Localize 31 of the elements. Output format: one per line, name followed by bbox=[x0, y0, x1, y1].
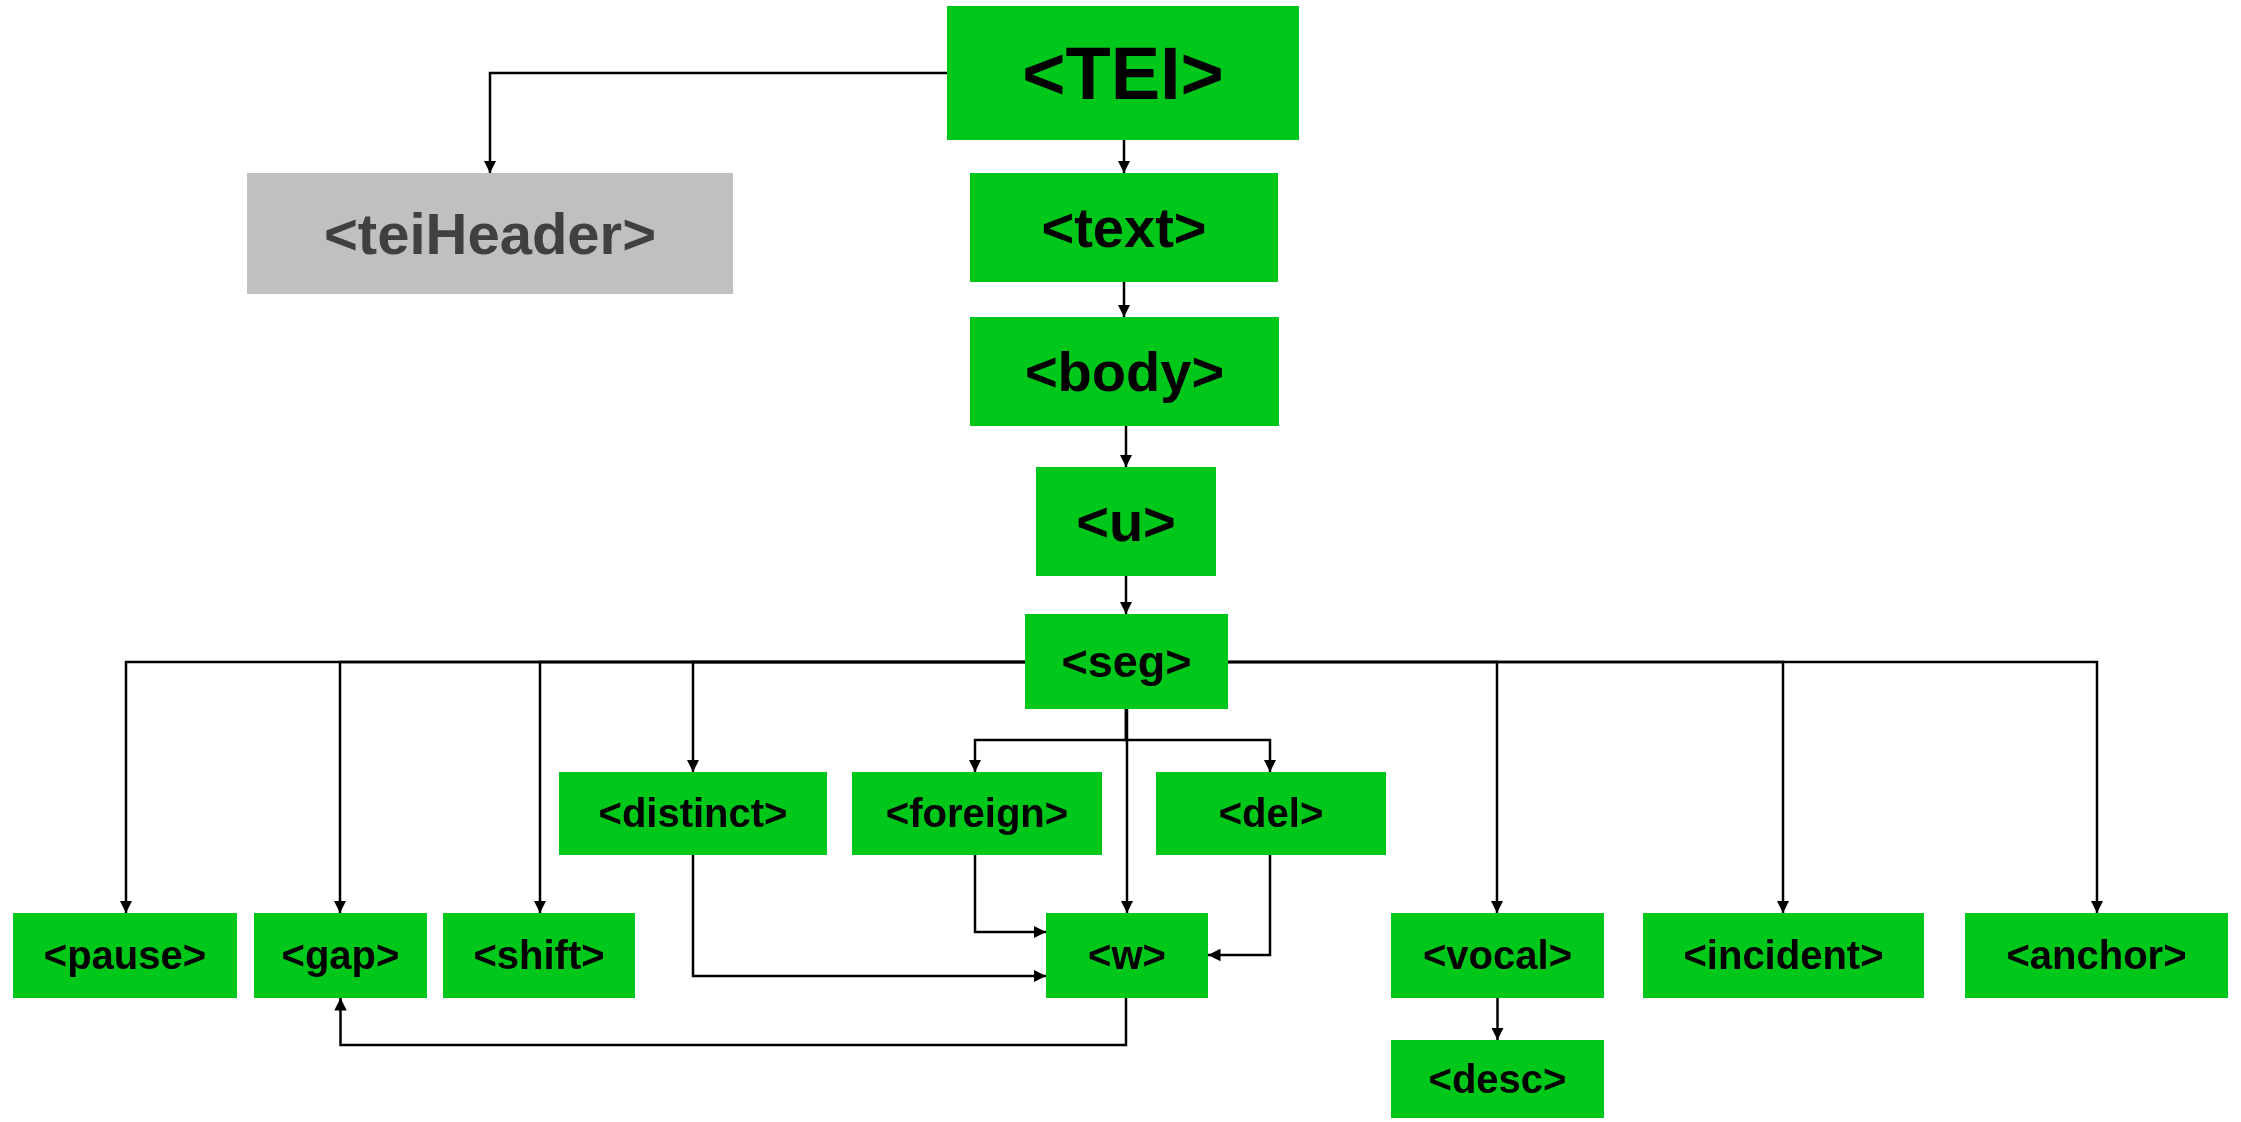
element-box: <body> bbox=[970, 317, 1279, 426]
arrow bbox=[1117, 282, 1131, 317]
arrow bbox=[483, 71, 947, 173]
arrow bbox=[1119, 426, 1133, 467]
header-element-box: <teiHeader> bbox=[247, 173, 733, 294]
arrow bbox=[1117, 140, 1131, 173]
element-box: <text> bbox=[970, 173, 1278, 282]
element-box: <shift> bbox=[443, 913, 635, 998]
arrow bbox=[691, 855, 1046, 983]
element-box: <anchor> bbox=[1965, 913, 2228, 998]
arrow bbox=[1208, 855, 1272, 962]
element-box: <gap> bbox=[254, 913, 427, 998]
element-box: <w> bbox=[1046, 913, 1208, 998]
element-box: <del> bbox=[1156, 772, 1386, 855]
arrow bbox=[1119, 576, 1133, 614]
root-element-box: <TEI> bbox=[947, 6, 1299, 140]
element-box: <seg> bbox=[1025, 614, 1228, 709]
element-box: <incident> bbox=[1643, 913, 1924, 998]
element-box: <pause> bbox=[13, 913, 237, 998]
element-box: <desc> bbox=[1391, 1040, 1604, 1118]
arrow bbox=[1491, 998, 1504, 1040]
element-box: <vocal> bbox=[1391, 913, 1604, 998]
arrow bbox=[1124, 709, 1277, 772]
arrow bbox=[334, 998, 1128, 1047]
element-box: <distinct> bbox=[559, 772, 827, 855]
arrow bbox=[686, 660, 1025, 772]
element-box: <foreign> bbox=[852, 772, 1102, 855]
arrow bbox=[1228, 660, 2104, 913]
arrow bbox=[1120, 709, 1134, 913]
element-box: <u> bbox=[1036, 467, 1216, 576]
arrow bbox=[973, 855, 1046, 939]
